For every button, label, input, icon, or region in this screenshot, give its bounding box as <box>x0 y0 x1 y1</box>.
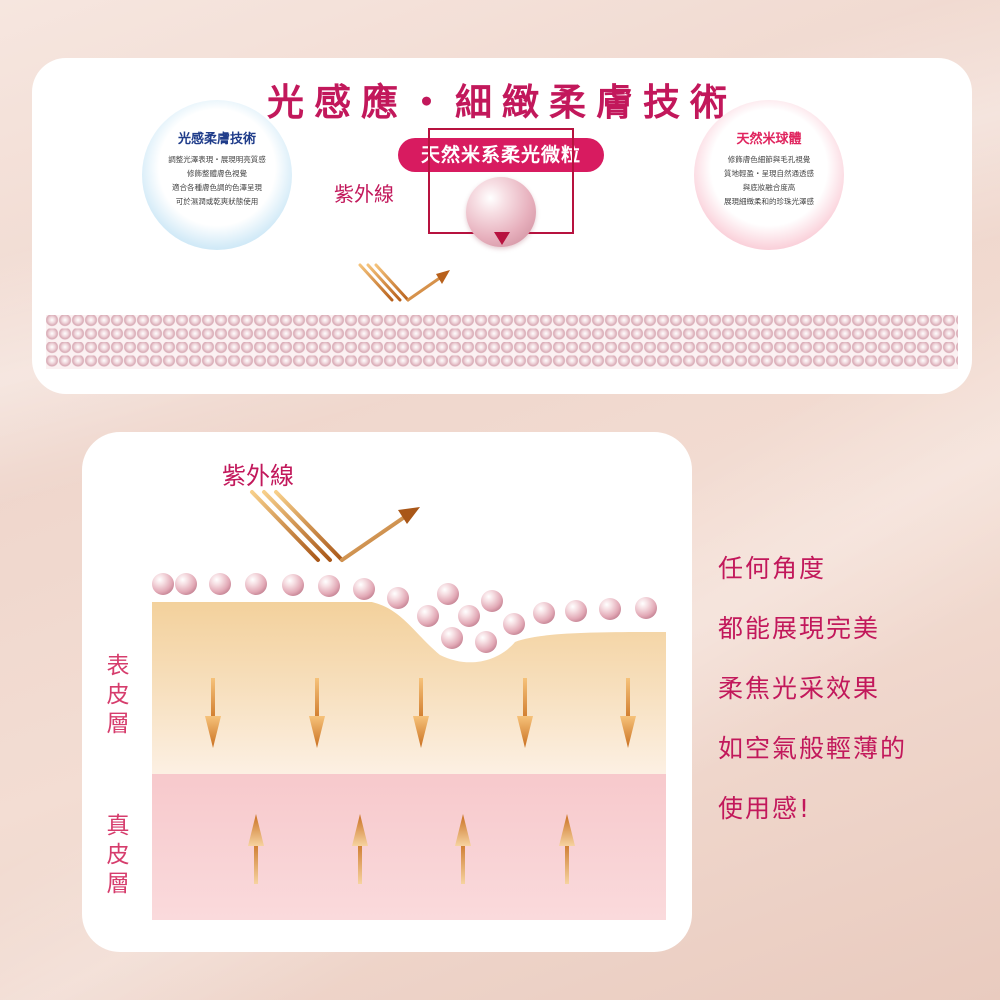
uv-label-bottom: 紫外線 <box>222 462 294 490</box>
main-title: 光感應・細緻柔膚技術 <box>267 81 737 124</box>
rice-sphere-line: 質地輕盈・呈現自然通透感 <box>724 169 814 178</box>
epidermis-label: 表皮層 <box>106 653 130 737</box>
rice-sphere-circle: 天然米球體 修飾膚色細節與毛孔視覺 質地輕盈・呈現自然通透感 與底妝融合度高 展… <box>694 100 844 250</box>
light-sensing-line: 調整光澤表現・展現明亮質感 <box>168 155 266 164</box>
pearl-bead-strip <box>46 315 958 369</box>
uv-label-top: 紫外線 <box>334 182 394 206</box>
pearl-pointer-icon <box>494 232 510 245</box>
light-sensing-line: 修飾整體膚色視覺 <box>187 169 247 178</box>
rice-sphere-title: 天然米球體 <box>736 132 802 147</box>
arrow-down-icons <box>205 678 636 748</box>
light-sensing-title: 光感柔膚技術 <box>177 132 256 147</box>
surface-pearls <box>152 573 657 653</box>
rice-sphere-line: 與底妝融合度高 <box>742 183 796 192</box>
light-sensing-line: 適合各種膚色調的色澤呈現 <box>172 183 262 192</box>
dermis-layer <box>152 774 666 920</box>
description-line: 任何角度 <box>718 554 827 583</box>
light-sensing-circle: 光感柔膚技術 調整光澤表現・展現明亮質感 修飾整體膚色視覺 適合各種膚色調的色澤… <box>142 100 292 250</box>
dermis-label: 真皮層 <box>106 813 130 897</box>
description-line: 使用感! <box>718 794 812 823</box>
rice-sphere-line: 修飾膚色細節與毛孔視覺 <box>727 155 811 164</box>
description-line: 柔焦光采效果 <box>718 674 881 703</box>
arrow-up-icons <box>248 814 575 884</box>
rice-particle-pill-label: 天然米系柔光微粒 <box>398 138 604 172</box>
description-line: 如空氣般輕薄的 <box>718 734 908 763</box>
light-sensing-line: 可於濕潤或乾爽狀態使用 <box>175 197 259 206</box>
description-line: 都能展現完美 <box>718 614 881 643</box>
skin-surface-dip <box>152 600 666 663</box>
rice-sphere-line: 展現細緻柔和的珍珠光澤感 <box>724 197 814 206</box>
